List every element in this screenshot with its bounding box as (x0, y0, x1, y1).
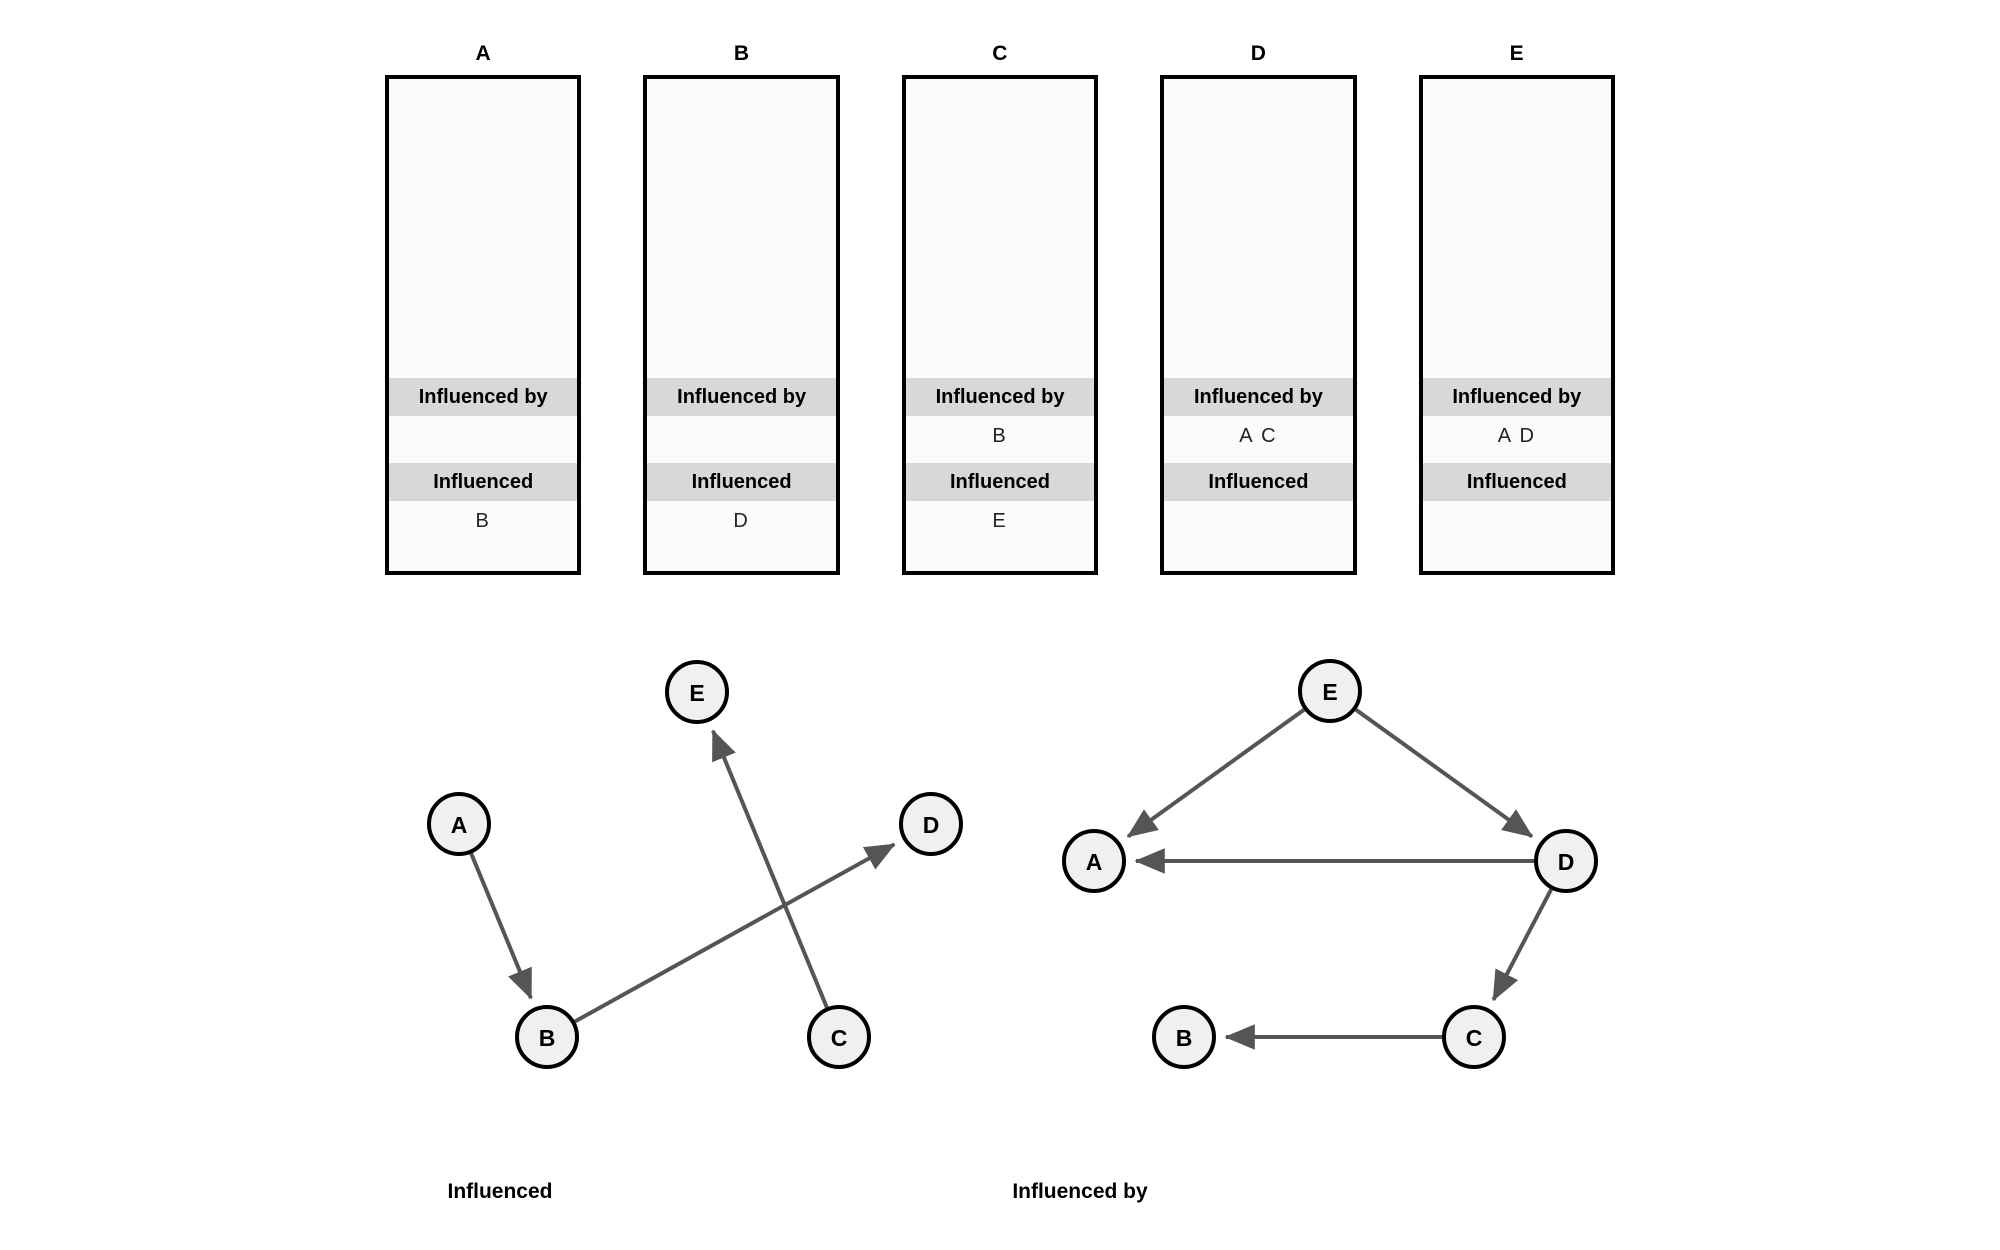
card-body: Influenced by B Influenced E (901, 75, 1099, 575)
influenced-by-values: A D (1422, 416, 1612, 463)
card-bottom-pad (647, 541, 835, 571)
graph-influenced-by-canvas: E A D B C (1062, 659, 1598, 1069)
node-label: A (451, 812, 468, 838)
edge-layer (1126, 708, 1553, 1050)
card-title: A (475, 42, 491, 65)
entity-card-e: E Influenced by A D Influenced (1418, 40, 1616, 575)
card-bottom-pad (389, 541, 577, 571)
graph-node-e[interactable]: E (665, 660, 729, 724)
graph-influenced-by: E A D B C Influenced by (1000, 610, 2000, 1250)
graph-influenced-canvas: E A D B C (427, 660, 963, 1069)
graph-node-e[interactable]: E (1298, 659, 1362, 723)
graph-section: E A D B C Influenced E A D B C Influenced by (0, 610, 2000, 1250)
node-layer: E A D B C (1062, 659, 1598, 1069)
influenced-by-header: Influenced by (647, 378, 836, 416)
graph-edge-c-to-e (711, 729, 829, 1009)
node-circle (1442, 1005, 1506, 1069)
node-circle (665, 660, 729, 724)
influenced-values: E (905, 501, 1095, 541)
card-body: Influenced by Influenced B (385, 75, 582, 575)
entity-card-b: B Influenced by Influenced D (643, 40, 840, 575)
node-circle (1152, 1005, 1216, 1069)
card-title: E (1509, 42, 1524, 65)
graph-node-d[interactable]: D (899, 792, 963, 856)
node-label: C (831, 1025, 848, 1051)
card-blank-area (1164, 79, 1352, 378)
influenced-by-header: Influenced by (905, 378, 1095, 416)
influenced-header: Influenced (389, 463, 578, 501)
card-title: D (1250, 42, 1267, 65)
card-bottom-pad (906, 541, 1094, 571)
influenced-by-values (647, 416, 836, 463)
influenced-values (1422, 501, 1612, 541)
node-layer: E A D B C (427, 660, 963, 1069)
node-label: E (689, 680, 704, 706)
graph-caption-influenced: Influenced (447, 1180, 553, 1203)
card-title: B (733, 42, 750, 65)
graph-node-b[interactable]: B (1152, 1005, 1216, 1069)
graph-node-a[interactable]: A (427, 792, 491, 856)
node-circle (1298, 659, 1362, 723)
graph-caption-influenced-by: Influenced by (1012, 1180, 1148, 1203)
node-label: B (1176, 1025, 1193, 1051)
influenced-values: D (647, 501, 836, 541)
influenced-by-values: B (905, 416, 1095, 463)
graph-node-c[interactable]: C (807, 1005, 871, 1069)
influenced-by-values: A C (1164, 416, 1353, 463)
edge-layer (469, 729, 896, 1024)
graph-node-d[interactable]: D (1534, 829, 1598, 893)
graph-edge-e-to-d (1354, 708, 1534, 839)
graph-edge-e-to-a (1126, 708, 1306, 839)
node-circle (1534, 829, 1598, 893)
influenced-by-header: Influenced by (1164, 378, 1353, 416)
card-body: Influenced by A D Influenced (1418, 75, 1616, 575)
node-label: A (1086, 849, 1103, 875)
node-label: D (1558, 849, 1575, 875)
graph-edge-d-to-c (1491, 888, 1553, 1002)
node-label: E (1322, 679, 1337, 705)
node-label: D (923, 812, 940, 838)
influenced-header: Influenced (1422, 463, 1612, 501)
influenced-by-values (389, 416, 578, 463)
graph-influenced: E A D B C Influenced (0, 610, 1000, 1250)
card-blank-area (647, 79, 835, 378)
node-circle (427, 792, 491, 856)
card-blank-area (906, 79, 1094, 378)
influenced-header: Influenced (647, 463, 836, 501)
node-label: B (539, 1025, 556, 1051)
card-blank-area (389, 79, 577, 378)
entity-card-d: D Influenced by A C Influenced (1160, 40, 1357, 575)
influenced-by-header: Influenced by (389, 378, 578, 416)
graph-node-b[interactable]: B (515, 1005, 579, 1069)
graph-edge-a-to-b (469, 852, 533, 1000)
card-blank-area (1423, 79, 1611, 378)
influenced-header: Influenced (1164, 463, 1353, 501)
node-circle (1062, 829, 1126, 893)
influenced-header: Influenced (905, 463, 1095, 501)
card-body: Influenced by A C Influenced (1160, 75, 1357, 575)
graph-node-c[interactable]: C (1442, 1005, 1506, 1069)
node-label: C (1466, 1025, 1483, 1051)
entity-card-c: C Influenced by B Influenced E (901, 40, 1099, 575)
node-circle (807, 1005, 871, 1069)
card-title: C (992, 42, 1008, 65)
entity-card-strip: A Influenced by Influenced B B Influence… (385, 40, 1616, 575)
node-circle (899, 792, 963, 856)
graph-edge-b-to-d (574, 842, 896, 1024)
card-bottom-pad (1423, 541, 1611, 571)
influenced-by-header: Influenced by (1422, 378, 1612, 416)
influenced-values (1164, 501, 1353, 541)
entity-card-a: A Influenced by Influenced B (385, 40, 582, 575)
influenced-values: B (389, 501, 578, 541)
node-circle (515, 1005, 579, 1069)
card-body: Influenced by Influenced D (643, 75, 840, 575)
card-bottom-pad (1164, 541, 1352, 571)
graph-node-a[interactable]: A (1062, 829, 1126, 893)
